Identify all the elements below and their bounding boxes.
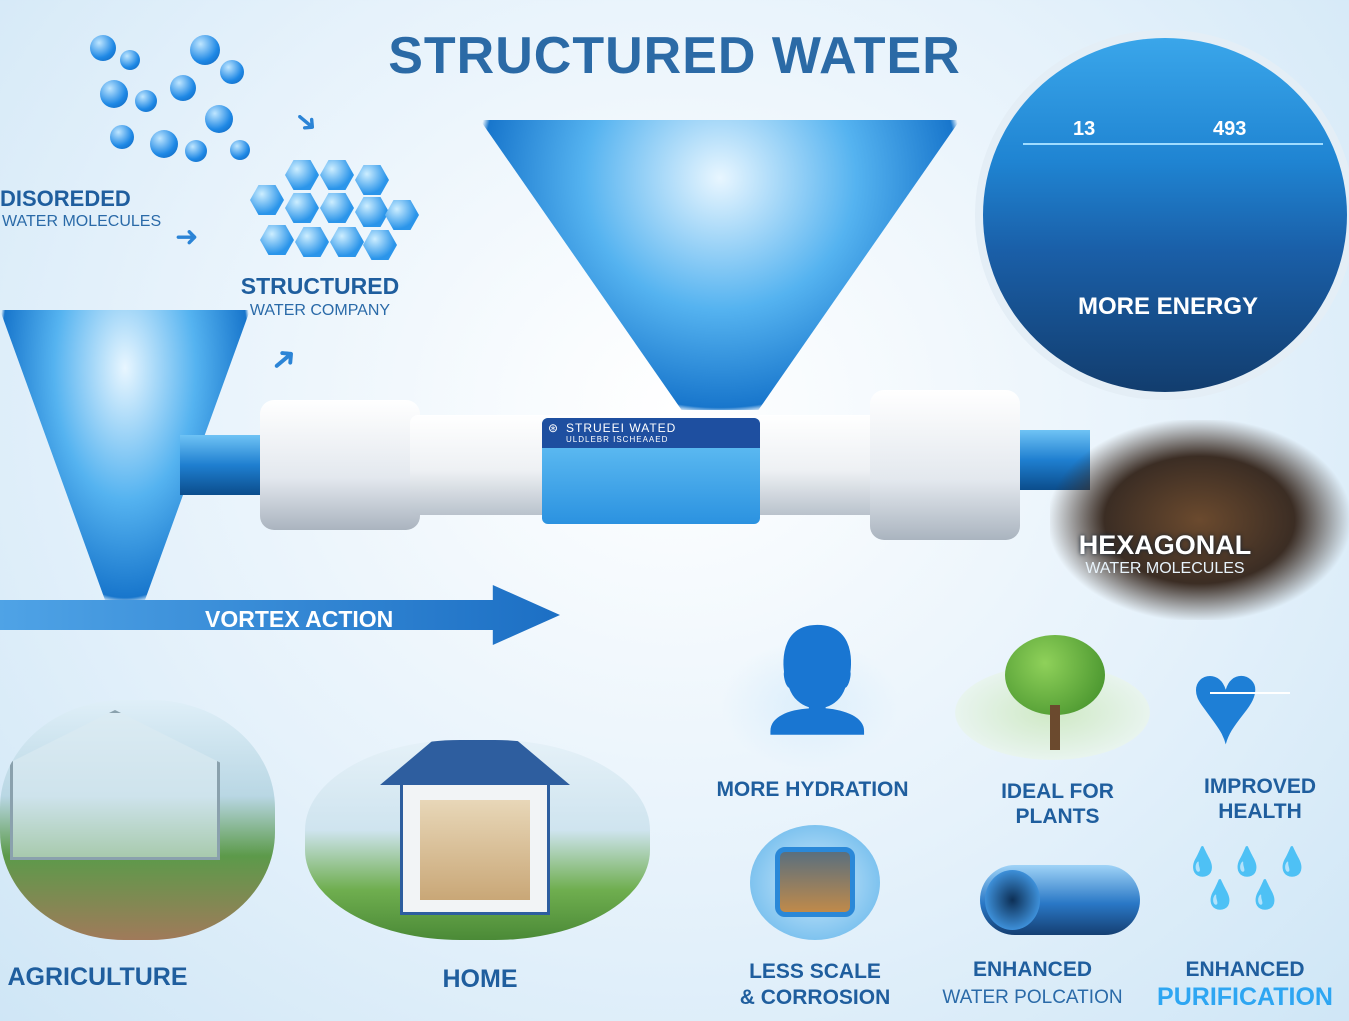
disordered-title: DISOREDED [0, 186, 131, 211]
hexagonal-subtitle: WATER MOLECULES [1085, 560, 1245, 577]
benefit-line1: IDEAL FOR [1001, 780, 1114, 803]
benefit-line2: PURIFICATION [1157, 983, 1333, 1011]
benefit-line1: IMPROVED [1203, 775, 1316, 798]
arrow-down-right-icon: ➜ [287, 102, 326, 141]
benefit-line1: MORE HYDRATION [716, 778, 909, 801]
arrow-up-right-icon: ➜ [261, 336, 306, 382]
vortex-action-label: VORTEX ACTION [205, 606, 394, 632]
water-drops-icon: 💧💧💧 💧💧 [1185, 846, 1320, 910]
benefits-grid: 👤 MORE HYDRATION IDEAL FOR PLANTS ♥ IMPR… [700, 620, 1349, 1021]
structured-molecules-cluster [245, 155, 420, 265]
benefit-line1: LESS SCALE [749, 960, 881, 983]
arrow-right-icon: ➜ [175, 221, 199, 252]
appliance-icon [750, 825, 880, 940]
application-label-home: HOME [442, 965, 518, 993]
structured-subtitle: WATER COMPANY [249, 302, 391, 319]
person-drinking-icon: 👤 [755, 624, 880, 736]
benefit-line2: WATER POLCATION [942, 987, 1123, 1008]
pipe-icon [980, 865, 1140, 935]
tree-icon [1000, 635, 1110, 750]
home-image [305, 740, 650, 940]
structured-title: STRUCTURED [240, 273, 400, 299]
page-title: STRUCTURED WATER [388, 27, 961, 85]
center-vortex-splash [480, 120, 960, 410]
device-label-subtitle: ULDLEBR ISCHEAAED [566, 435, 669, 444]
heart-pulse-icon: ♥ [1190, 635, 1262, 769]
hexagonal-title: HEXAGONAL [1078, 530, 1252, 560]
agriculture-image [0, 700, 275, 940]
roots-image [1050, 420, 1349, 620]
readout-right: 493 [1213, 118, 1247, 140]
benefit-line1: ENHANCED [972, 958, 1092, 981]
application-label-agriculture: AGRICULTURE [7, 963, 188, 991]
benefit-line2: HEALTH [1218, 800, 1302, 823]
disordered-molecules-cluster [80, 30, 260, 170]
benefit-line2: PLANTS [1015, 805, 1100, 828]
magnifier-circle: 13 493 MORE ENERGY [975, 30, 1349, 400]
device-label-title: STRUEEI WATED [566, 421, 677, 435]
structured-water-device: ⊛ STRUEEI WATED ULDLEBR ISCHEAAED [260, 390, 1020, 540]
device-logo-icon: ⊛ [548, 421, 560, 435]
benefit-line2: & CORROSION [739, 986, 891, 1009]
disordered-subtitle: WATER MOLECULES [2, 213, 162, 230]
more-energy-label: MORE ENERGY [1077, 293, 1259, 320]
benefit-line1: ENHANCED [1185, 958, 1305, 981]
readout-left: 13 [1073, 118, 1096, 140]
